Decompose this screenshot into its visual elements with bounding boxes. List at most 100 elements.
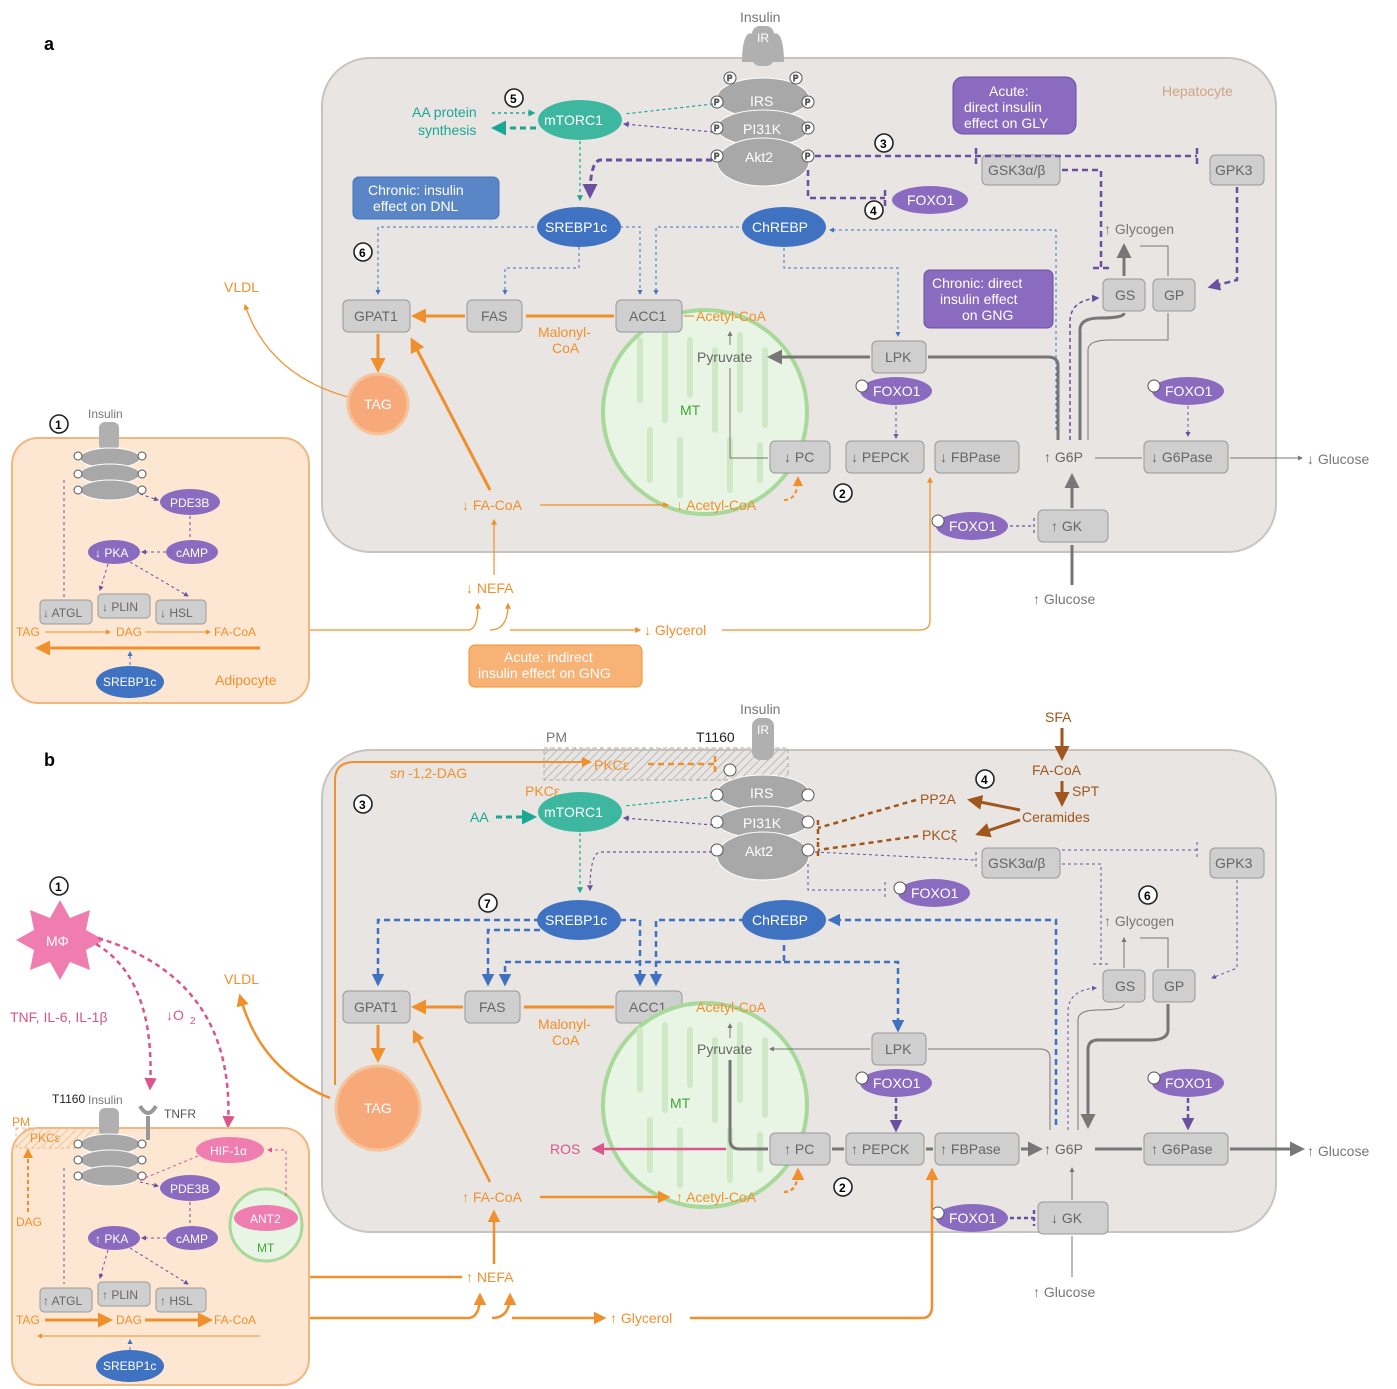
srebp1c-node-ad-b (96, 1350, 164, 1382)
svg-text:T1160: T1160 (696, 729, 735, 745)
plin-box-a (97, 593, 151, 619)
gs-box-a (1102, 278, 1146, 312)
chronic-dnl-box (352, 176, 500, 220)
phospho-label: P (793, 74, 798, 83)
svg-text:Acetyl-CoA: Acetyl-CoA (696, 999, 767, 1015)
svg-text:SREBP1c: SREBP1c (545, 912, 607, 928)
phospho-label: P (714, 152, 719, 161)
svg-text:↑ GK: ↑ GK (1051, 518, 1083, 534)
svg-text:↑ Glucose: ↑ Glucose (1033, 1284, 1095, 1300)
step-numbers-a: 5 3 4 6 2 1 (49, 88, 894, 503)
svg-text:↑ ATGL: ↑ ATGL (43, 1294, 82, 1308)
pepck-box-b (845, 1132, 925, 1166)
svg-text:↓ Acetyl-CoA: ↓ Acetyl-CoA (676, 497, 757, 513)
svg-text:ACC1: ACC1 (629, 308, 667, 324)
svg-text:PM: PM (546, 729, 567, 745)
chrebp-node-b (742, 900, 826, 940)
fas-box-b (464, 990, 521, 1024)
ant2-node (234, 1205, 298, 1231)
gp-box-b (1152, 969, 1196, 1003)
svg-text:TNF, IL-6, IL-1β: TNF, IL-6, IL-1β (10, 1009, 108, 1025)
hsl-box-b (155, 1287, 207, 1313)
svg-text:PKCε: PKCε (594, 757, 629, 773)
phospho-label: P (805, 98, 810, 107)
svg-text:Pyruvate: Pyruvate (697, 349, 752, 365)
svg-text:Pyruvate: Pyruvate (697, 1041, 752, 1057)
svg-text:insulin effect on GNG: insulin effect on GNG (478, 665, 611, 681)
gpk3-box-a (1209, 154, 1265, 186)
svg-text:↑ Acetyl-CoA: ↑ Acetyl-CoA (676, 1189, 757, 1205)
svg-text:↑ Glucose: ↑ Glucose (1307, 1143, 1369, 1159)
svg-text:Akt2: Akt2 (745, 843, 773, 859)
svg-text:TAG: TAG (16, 1313, 40, 1327)
svg-text:PDE3B: PDE3B (170, 1182, 209, 1196)
svg-text:↑ HSL: ↑ HSL (160, 1294, 193, 1308)
atgl-box-b (39, 1287, 93, 1313)
svg-text:ROS: ROS (550, 1141, 580, 1157)
svg-text:VLDL: VLDL (224, 971, 259, 987)
panel-a-label: a (44, 34, 55, 54)
svg-text:FA-CoA: FA-CoA (1032, 762, 1082, 778)
svg-text:PKCε: PKCε (30, 1131, 61, 1145)
svg-text:↓ Glycerol: ↓ Glycerol (644, 622, 706, 638)
svg-text:effect on GLY: effect on GLY (964, 115, 1049, 131)
svg-text:MΦ: MΦ (46, 933, 69, 949)
svg-text:Malonyl-: Malonyl- (538, 1016, 591, 1032)
svg-text:TAG: TAG (16, 625, 40, 639)
fas-box-a (466, 299, 523, 333)
svg-text:GSK3α/β: GSK3α/β (988, 855, 1045, 871)
gpat1-box-a (342, 299, 411, 333)
svg-text:↓ ATGL: ↓ ATGL (43, 606, 82, 620)
svg-text:TAG: TAG (364, 1100, 392, 1116)
svg-text:1: 1 (55, 880, 62, 894)
pepck-box-a (845, 440, 925, 474)
svg-text:↓ PKA: ↓ PKA (95, 546, 128, 560)
svg-text:LPK: LPK (885, 349, 912, 365)
svg-text:↓ FBPase: ↓ FBPase (940, 449, 1001, 465)
camp-node-b (166, 1226, 218, 1250)
svg-text:FOXO1: FOXO1 (873, 1075, 921, 1091)
svg-text:effect on DNL: effect on DNL (373, 198, 459, 214)
pc-box-a (769, 440, 831, 474)
chronic-gng-box (923, 269, 1054, 329)
svg-text:Insulin: Insulin (740, 701, 780, 717)
svg-text:1: 1 (55, 418, 62, 432)
aa-protein-label-a: AA protein (412, 104, 477, 120)
svg-text:GP: GP (1164, 978, 1184, 994)
svg-text:ANT2: ANT2 (250, 1212, 281, 1226)
pka-node-b (88, 1226, 140, 1250)
svg-text:FA-CoA: FA-CoA (214, 1313, 256, 1327)
svg-text:cAMP: cAMP (176, 1232, 208, 1246)
svg-text:Insulin: Insulin (88, 1093, 123, 1107)
g6pase-box-b (1143, 1132, 1229, 1166)
svg-text:↑ PC: ↑ PC (784, 1141, 814, 1157)
svg-text:GPK3: GPK3 (1215, 162, 1253, 178)
pde3b-node-b (160, 1175, 220, 1201)
svg-text:ChREBP: ChREBP (752, 219, 808, 235)
svg-text:↑ G6P: ↑ G6P (1044, 1141, 1083, 1157)
svg-text:4: 4 (870, 204, 877, 218)
chrebp-node-a (742, 207, 826, 247)
camp-node-a (166, 540, 218, 564)
svg-text:direct insulin: direct insulin (964, 99, 1042, 115)
adipocyte-receptor-b (73, 1108, 147, 1187)
phospho-label: P (714, 98, 719, 107)
svg-text:2: 2 (190, 1016, 196, 1027)
svg-text:SREBP1c: SREBP1c (103, 675, 156, 689)
svg-text:SREBP1c: SREBP1c (103, 1359, 156, 1373)
svg-text:↓ PLIN: ↓ PLIN (102, 600, 138, 614)
lpk-box-a (871, 340, 927, 374)
foxo1-node-b1 (898, 879, 970, 907)
svg-text:ACC1: ACC1 (629, 999, 667, 1015)
macrophage-shape (16, 900, 104, 980)
svg-text:MT: MT (257, 1241, 275, 1255)
svg-text:7: 7 (484, 897, 491, 911)
svg-text:Chronic: insulin: Chronic: insulin (368, 182, 464, 198)
svg-text:Chronic: direct: Chronic: direct (932, 275, 1022, 291)
svg-text:PM: PM (12, 1115, 30, 1129)
svg-text:PI31K: PI31K (743, 815, 782, 831)
svg-text:↑ Glucose: ↑ Glucose (1033, 591, 1095, 607)
adipocyte-cell-a (11, 437, 310, 704)
phospho-label: P (805, 152, 810, 161)
